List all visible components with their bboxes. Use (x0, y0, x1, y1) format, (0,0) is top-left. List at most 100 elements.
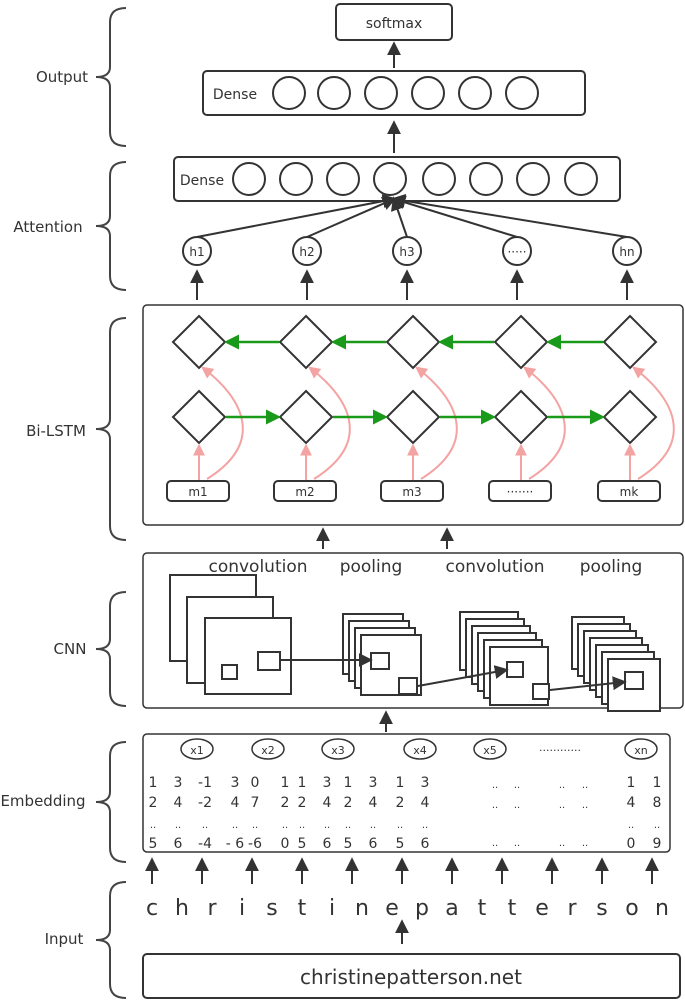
memory-box-3 (380, 480, 444, 502)
embedding-value-2-3: -4 (198, 836, 212, 852)
cnn-stage-label-2: pooling (340, 557, 403, 577)
embedding-value-10-0: 1 (396, 775, 405, 791)
embedding-value-9-0: 3 (369, 775, 378, 791)
hidden-label-3: h3 (399, 245, 414, 259)
pool1-kernel-2 (398, 677, 418, 695)
embedding-value-1-1: 4 (174, 795, 183, 811)
embedding-value-13-0: 1 (653, 775, 662, 791)
hidden-label-1: h1 (189, 245, 204, 259)
input-char-16: s (596, 896, 607, 921)
input-char-14: e (535, 896, 549, 921)
embedding-value-6-3: 5 (298, 836, 307, 852)
forward-cell-4 (493, 389, 549, 445)
embedding-dots-2-2: .. (559, 838, 565, 849)
layer-label-embedding: Embedding (0, 792, 85, 810)
brace-bilstm (95, 317, 127, 541)
embedding-value-10-1: 2 (396, 795, 405, 811)
embedding-dots-3-1: .. (582, 800, 588, 811)
embedding-value-6-2: .. (299, 820, 305, 831)
input-char-13: t (508, 896, 517, 921)
attention-arrows (190, 193, 634, 300)
hidden-label-4: ····· (507, 245, 526, 259)
pool2-kernel (624, 671, 644, 690)
memory-label-4: ······· (507, 485, 534, 499)
dense-attention-node-4 (373, 162, 407, 196)
memory-label-2: m2 (295, 485, 314, 499)
embedding-value-0-3: 5 (149, 836, 158, 852)
forward-cell-5 (602, 389, 658, 445)
embedding-value-5-2: .. (282, 820, 288, 831)
embedding-value-13-1: 8 (653, 795, 662, 811)
embedding-value-0-1: 2 (149, 795, 158, 811)
conv1-kernel-small (221, 664, 238, 680)
token-label-3: x3 (331, 744, 345, 757)
embedding-box (142, 733, 671, 853)
input-char-2: h (175, 896, 189, 921)
attention-arrow-1 (196, 194, 397, 238)
dense-output-nodes (272, 76, 539, 110)
memory-to-backward-arrow-5 (632, 366, 675, 480)
embedding-value-4-3: -6 (248, 836, 262, 852)
dense-attention-node-2 (279, 162, 313, 196)
layer-label-bilstm: Bi-LSTM (26, 422, 86, 440)
attention-arrow-3 (391, 196, 408, 238)
embedding-value-0-0: 1 (149, 775, 158, 791)
hidden-node-2 (292, 236, 322, 266)
embedding-dots-1-1: .. (514, 800, 520, 811)
backward-cell-1 (171, 314, 227, 370)
backward-cell-3 (385, 314, 441, 370)
forward-cell-3 (385, 389, 441, 445)
input-char-18: n (655, 896, 669, 921)
input-char-5: s (266, 896, 277, 921)
dense-attention-node-1 (232, 162, 266, 196)
embedding-value-12-1: 4 (627, 795, 636, 811)
input-char-15: r (567, 896, 577, 921)
memory-box-1 (166, 480, 230, 502)
embedding-dots-3-0: .. (582, 780, 588, 791)
memory-label-5: mk (620, 485, 639, 499)
cnn-stage-label-3: convolution (445, 557, 544, 577)
embedding-value-2-1: -2 (198, 795, 212, 811)
conv1-kernel-large (257, 651, 281, 671)
input-char-10: p (415, 896, 429, 921)
input-char-6: t (298, 896, 307, 921)
dense-attention-node-8 (564, 162, 598, 196)
domain-box (142, 953, 681, 999)
embedding-value-4-2: .. (252, 820, 258, 831)
input-char-3: r (207, 896, 217, 921)
hidden-node-4 (502, 236, 532, 266)
token-label-1: x1 (190, 744, 204, 757)
domain-text: christinepatterson.net (300, 965, 522, 989)
embedding-value-12-0: 1 (627, 775, 636, 791)
embedding-value-12-3: 0 (627, 836, 636, 852)
memory-to-backward-arrow-3 (415, 366, 458, 480)
token-oval-5 (473, 738, 507, 760)
dense-output-node-4 (411, 76, 445, 110)
token-label-2: x2 (261, 744, 275, 757)
brace-attention (95, 161, 127, 291)
embedding-value-6-0: 1 (298, 775, 307, 791)
embedding-value-11-3: 6 (421, 836, 430, 852)
input-char-1: c (146, 896, 158, 921)
input-arrows (145, 857, 659, 884)
softmax-label: softmax (366, 16, 423, 32)
pool1-kernel-1 (370, 652, 390, 670)
brace-output (95, 7, 127, 147)
embedding-value-11-1: 4 (421, 795, 430, 811)
brace-embedding (95, 741, 127, 863)
embedding-value-13-3: 9 (653, 836, 662, 852)
embedding-values: 12..534..6-1-2..-434..- 607..-612..012..… (149, 775, 662, 852)
memory-label-1: m1 (188, 485, 207, 499)
token-label-6: ············ (539, 744, 581, 757)
embedding-value-5-1: 2 (281, 795, 290, 811)
dense-output-node-6 (505, 76, 539, 110)
embedding-value-12-2: .. (628, 820, 634, 831)
dense-output-label: Dense (213, 87, 257, 103)
attention-arrow-4 (391, 195, 518, 238)
dense-attention-label: Dense (180, 173, 224, 189)
embedding-value-3-0: 3 (231, 775, 240, 791)
embedding-value-9-1: 4 (369, 795, 378, 811)
